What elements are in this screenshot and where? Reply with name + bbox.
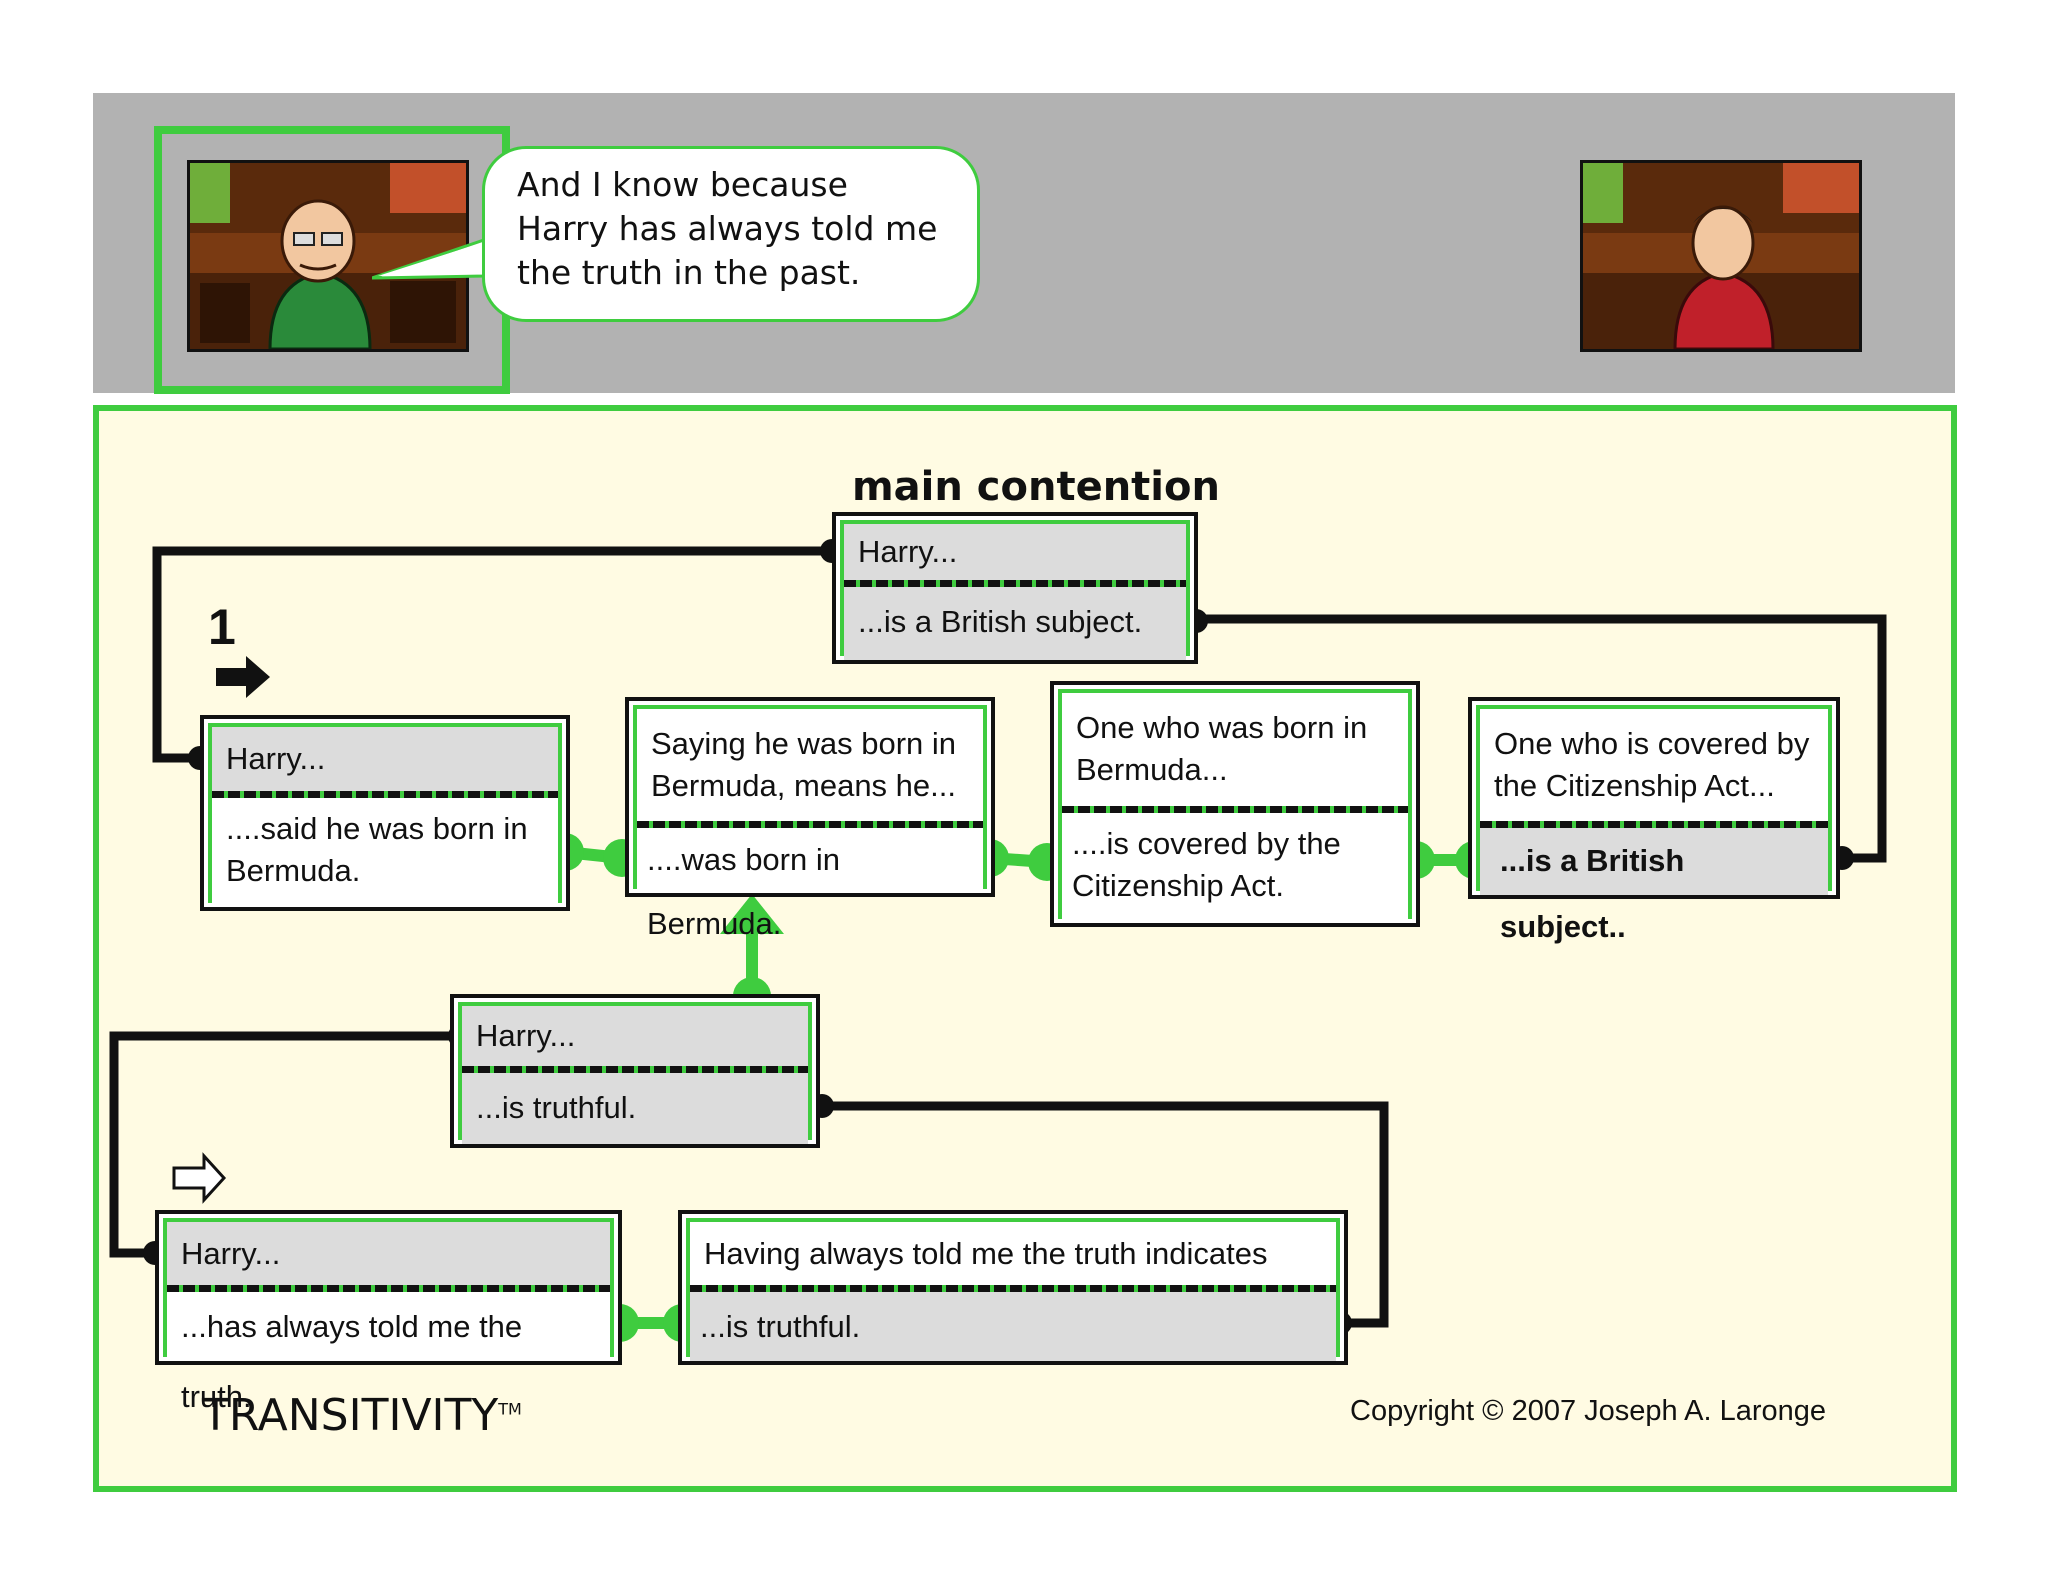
courtroom-witness-image (187, 160, 469, 352)
claim-subject: Harry... (167, 1222, 610, 1285)
claim-predicate: ....was born in Bermuda. (637, 828, 983, 941)
claim-box-saying-means: Saying he was born in Bermuda, means he.… (625, 697, 995, 941)
claim-predicate: ...is a British subject. (844, 587, 1186, 660)
claim-predicate: ...is truthful. (462, 1073, 808, 1144)
claim-subject: Harry... (462, 1006, 808, 1066)
main-contention-label: main contention (852, 464, 1220, 510)
claim-box-main: Harry... ...is a British subject. (832, 512, 1198, 664)
claim-subject: Harry... (844, 524, 1186, 580)
brand-logo: TRANSITIVITYTM (202, 1390, 522, 1441)
claim-box-covered-subject: One who is covered by the Citizenship Ac… (1468, 697, 1840, 944)
brand-name: TRANSITIVITY (202, 1390, 499, 1441)
speech-bubble-text: And I know because Harry has always told… (517, 165, 938, 292)
claim-predicate: ...has always told me the truth. (167, 1292, 610, 1414)
step-number: 1 (208, 599, 236, 655)
copyright-notice: Copyright © 2007 Joseph A. Laronge (1350, 1395, 1827, 1427)
claim-box-born-covered: One who was born in Bermuda... ....is co… (1050, 681, 1420, 927)
claim-divider (1062, 806, 1408, 813)
claim-divider (167, 1285, 610, 1292)
claim-box-indicates-truthful: Having always told me the truth indicate… (678, 1210, 1348, 1365)
speech-bubble: And I know because Harry has always told… (482, 146, 980, 322)
claim-subject: One who was born in Bermuda... (1062, 693, 1408, 806)
trademark-symbol: TM (498, 1399, 522, 1419)
courtroom-lawyer-image (1580, 160, 1862, 352)
claim-subject: Having always told me the truth indicate… (690, 1222, 1336, 1334)
claim-predicate: ...is a British subject.. (1480, 828, 1828, 944)
claim-divider (637, 821, 983, 828)
claim-divider (690, 1285, 1336, 1292)
claim-divider (212, 791, 558, 798)
outline-arrow-icon (172, 1152, 227, 1204)
claim-box-said-born: Harry... ....said he was born in Bermuda… (200, 715, 570, 911)
solid-arrow-icon (216, 656, 270, 698)
claim-box-truthful: Harry... ...is truthful. (450, 994, 820, 1148)
claim-divider (844, 580, 1186, 587)
claim-subject: Harry... (212, 727, 558, 791)
claim-divider (1480, 821, 1828, 828)
claim-predicate: ....is covered by the Citizenship Act. (1062, 813, 1408, 923)
claim-predicate: ...is truthful. (690, 1292, 1336, 1361)
claim-subject: One who is covered by the Citizenship Ac… (1480, 709, 1828, 821)
claim-predicate: ....said he was born in Bermuda. (212, 798, 558, 907)
claim-box-told-truth: Harry... ...has always told me the truth… (155, 1210, 622, 1414)
claim-divider (462, 1066, 808, 1073)
claim-subject: Saying he was born in Bermuda, means he.… (637, 709, 983, 821)
